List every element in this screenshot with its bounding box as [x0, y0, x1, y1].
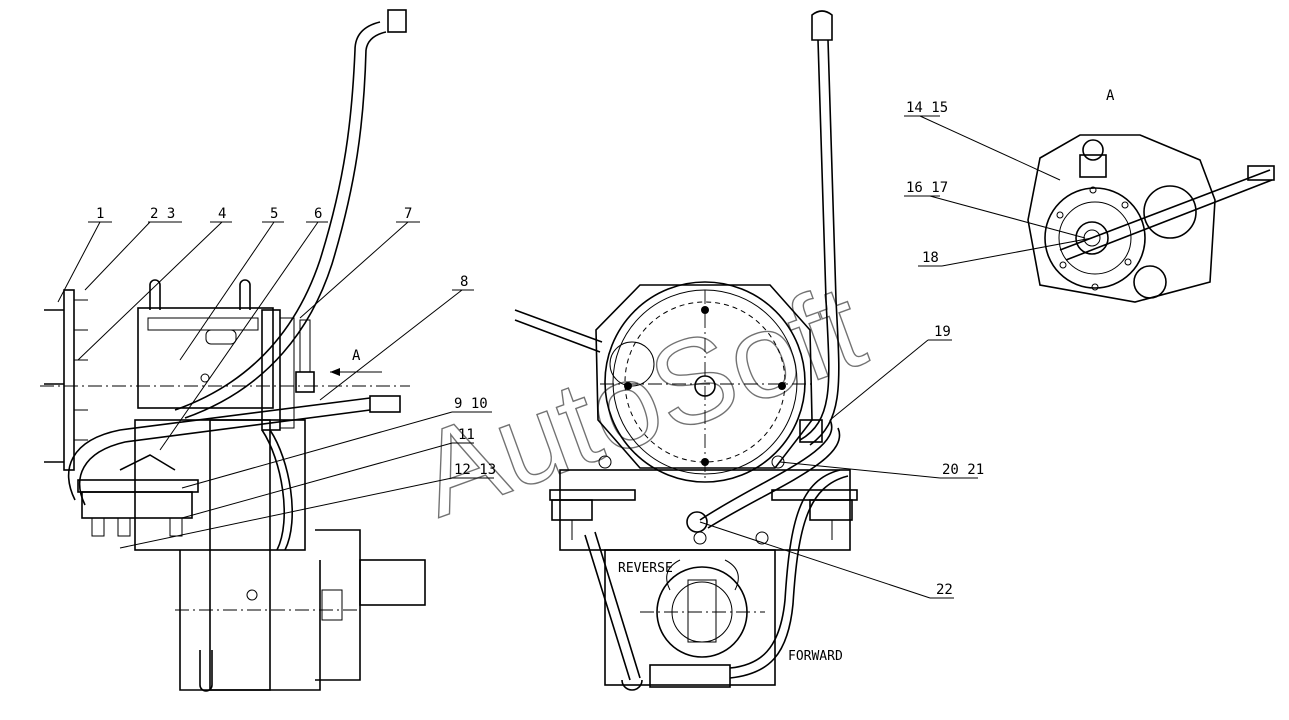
callout-5: 5	[270, 206, 278, 222]
reverse-label: REVERSE	[618, 561, 673, 576]
view-a-label: A	[1106, 88, 1115, 104]
callout-16-17: 16 17	[906, 180, 948, 196]
callouts: 1 2 3 4 5 6 7 8 9 10 11 12 13 14 15 16 1…	[96, 100, 984, 664]
callout-1: 1	[96, 206, 104, 222]
side-view: A	[40, 9, 426, 692]
leader-lines	[57, 115, 1093, 599]
callout-11: 11	[458, 427, 475, 443]
callout-12-13: 12 13	[454, 462, 496, 478]
callout-2-3: 2 3	[150, 206, 175, 222]
forward-label: FORWARD	[788, 649, 843, 664]
callout-18: 18	[922, 250, 939, 266]
callout-19: 19	[934, 324, 951, 340]
callout-9-10: 9 10	[454, 396, 488, 412]
callout-6: 6	[314, 206, 322, 222]
callout-22: 22	[936, 582, 953, 598]
callout-4: 4	[218, 206, 226, 222]
callout-14-15: 14 15	[906, 100, 948, 116]
section-arrow-label: A	[352, 348, 361, 364]
front-view	[514, 10, 858, 691]
converter-housing	[137, 307, 274, 409]
callout-8: 8	[460, 274, 468, 290]
front-plate	[63, 289, 75, 471]
callout-7: 7	[404, 206, 412, 222]
callout-20-21: 20 21	[942, 462, 984, 478]
view-a: A	[1027, 88, 1275, 303]
